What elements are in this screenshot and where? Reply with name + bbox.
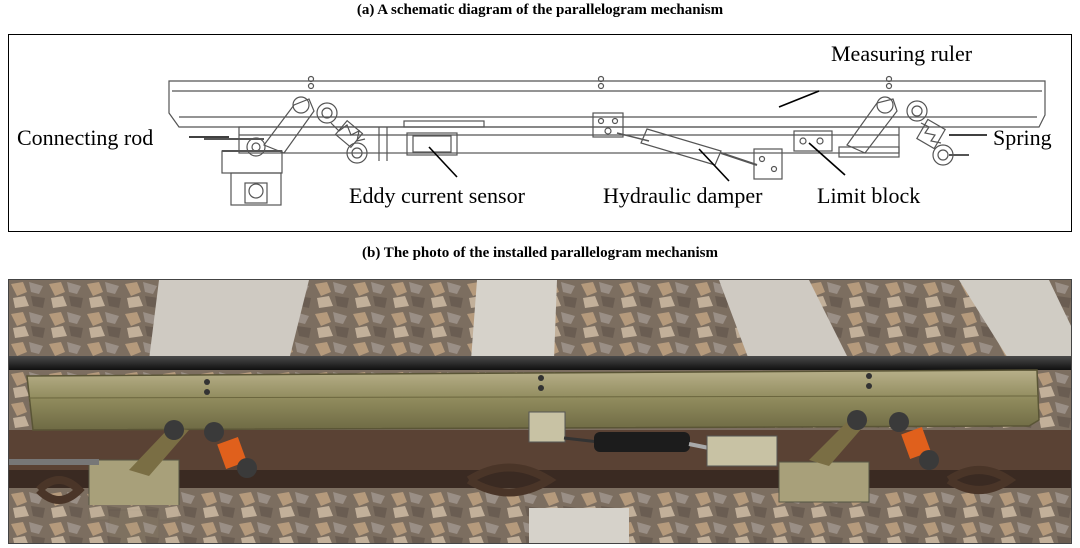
left-spring [316, 102, 368, 164]
schematic-drawing [168, 75, 1046, 206]
installation-photo [9, 280, 1071, 543]
damper-photo [594, 432, 690, 452]
sleeper [471, 280, 557, 360]
sleeper [149, 280, 309, 360]
right-spring-photo [901, 427, 931, 459]
leader-measuring-ruler [778, 90, 820, 108]
leader-limit [808, 142, 846, 176]
rail-head [9, 356, 1071, 370]
schematic-panel: Measuring ruler Connecting rod Spring Ed… [8, 34, 1072, 232]
damper-top-mount [592, 112, 624, 138]
photo-panel [8, 279, 1072, 544]
left-bracket [221, 150, 283, 174]
caption-a: (a) A schematic diagram of the parallelo… [356, 2, 724, 18]
leader-damper [698, 148, 730, 182]
right-bracket-photo [778, 461, 870, 503]
label-spring: Spring [993, 125, 1052, 150]
caption-b: (b) The photo of the installed parallelo… [362, 245, 718, 261]
eddy-sensor-box [406, 132, 458, 156]
sleeper [959, 280, 1071, 360]
leader-eddy [428, 146, 458, 178]
left-connecting-rod [263, 98, 315, 154]
limit-block [793, 130, 833, 152]
measuring-ruler-bar [168, 80, 1046, 128]
label-limit-block: Limit block [817, 183, 921, 208]
sleeper [719, 280, 849, 360]
right-connecting-rod [846, 98, 898, 154]
center-bracket-photo [528, 411, 566, 443]
label-measuring-ruler: Measuring ruler [831, 41, 973, 66]
label-eddy-current-sensor: Eddy current sensor [349, 183, 525, 208]
ruler-photo [26, 369, 1040, 431]
label-connecting-rod: Connecting rod [17, 125, 154, 150]
left-spring-photo [217, 437, 247, 469]
right-spring [906, 100, 954, 166]
label-hydraulic-damper: Hydraulic damper [603, 183, 763, 208]
